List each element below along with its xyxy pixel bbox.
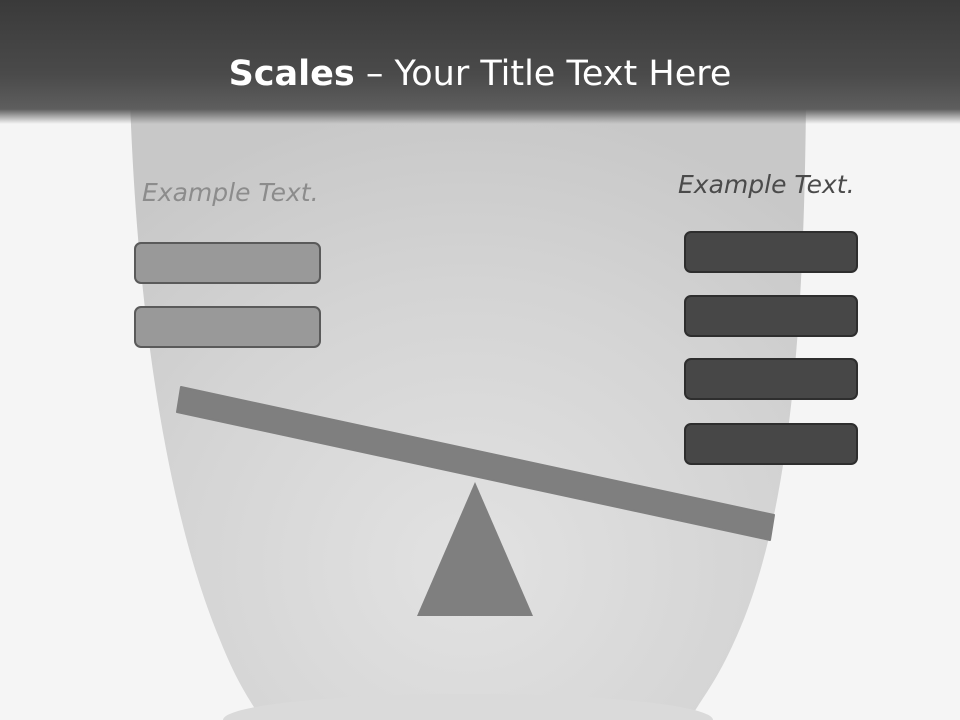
right-example-label: Example Text. — [678, 170, 855, 199]
left-box-1 — [134, 242, 321, 284]
right-box-4 — [684, 423, 858, 465]
title-bold-text: Scales — [228, 54, 355, 94]
scale-beam-icon — [176, 386, 775, 541]
fulcrum-icon — [417, 482, 533, 616]
title-rest-text: – Your Title Text Here — [354, 54, 732, 94]
left-box-2 — [134, 306, 321, 348]
right-box-1 — [684, 231, 858, 273]
left-example-label: Example Text. — [142, 178, 319, 207]
right-box-3 — [684, 358, 858, 400]
right-box-2 — [684, 295, 858, 337]
slide-title: Scales – Your Title Text Here — [0, 52, 960, 96]
title-bar — [0, 0, 960, 124]
